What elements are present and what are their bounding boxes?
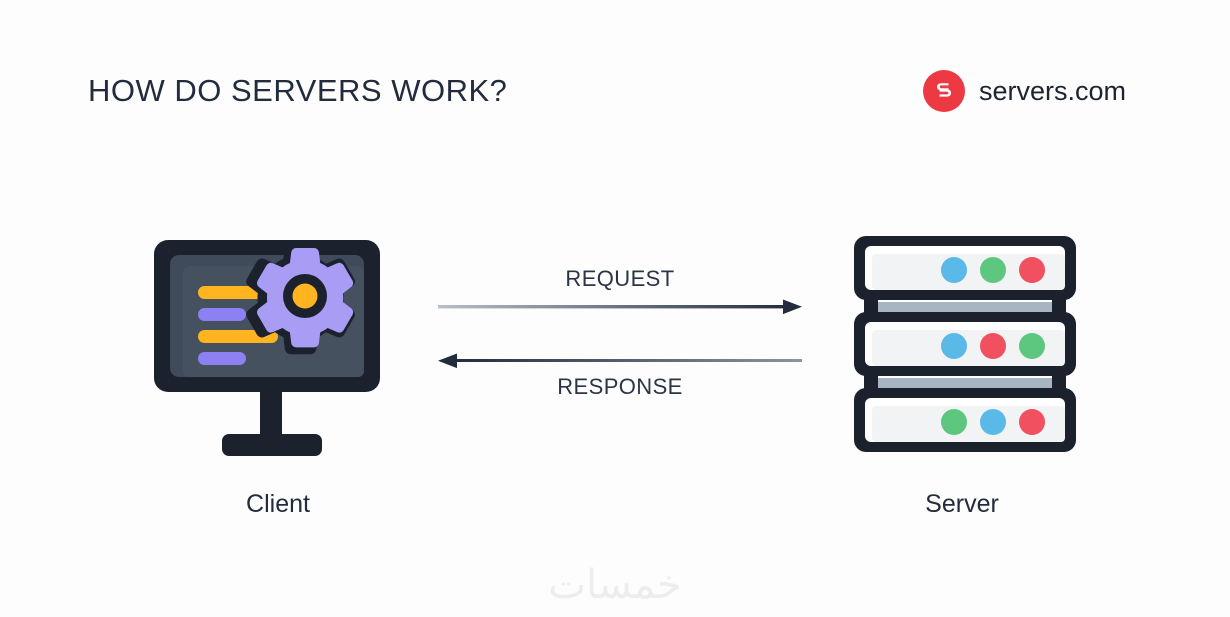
server-unit xyxy=(854,236,1076,300)
brand-name: servers.com xyxy=(978,75,1126,106)
request-arrow-icon xyxy=(438,299,802,315)
brand-logo: servers.com xyxy=(922,70,1126,112)
response-arrow-icon xyxy=(438,353,802,369)
response-label: RESPONSE xyxy=(557,374,683,399)
server-unit xyxy=(854,388,1076,452)
server-rack-icon xyxy=(840,228,1090,468)
server-caption: Server xyxy=(925,490,999,518)
request-label: REQUEST xyxy=(565,266,675,291)
servers-com-logo-icon xyxy=(922,70,965,112)
request-flow: REQUEST xyxy=(438,266,802,316)
client-monitor-icon xyxy=(150,222,400,472)
watermark: خمسات xyxy=(548,562,682,608)
page-title: HOW DO SERVERS WORK? xyxy=(88,73,508,108)
response-flow: RESPONSE xyxy=(438,352,802,400)
server-unit xyxy=(854,312,1076,376)
client-caption: Client xyxy=(246,490,310,518)
